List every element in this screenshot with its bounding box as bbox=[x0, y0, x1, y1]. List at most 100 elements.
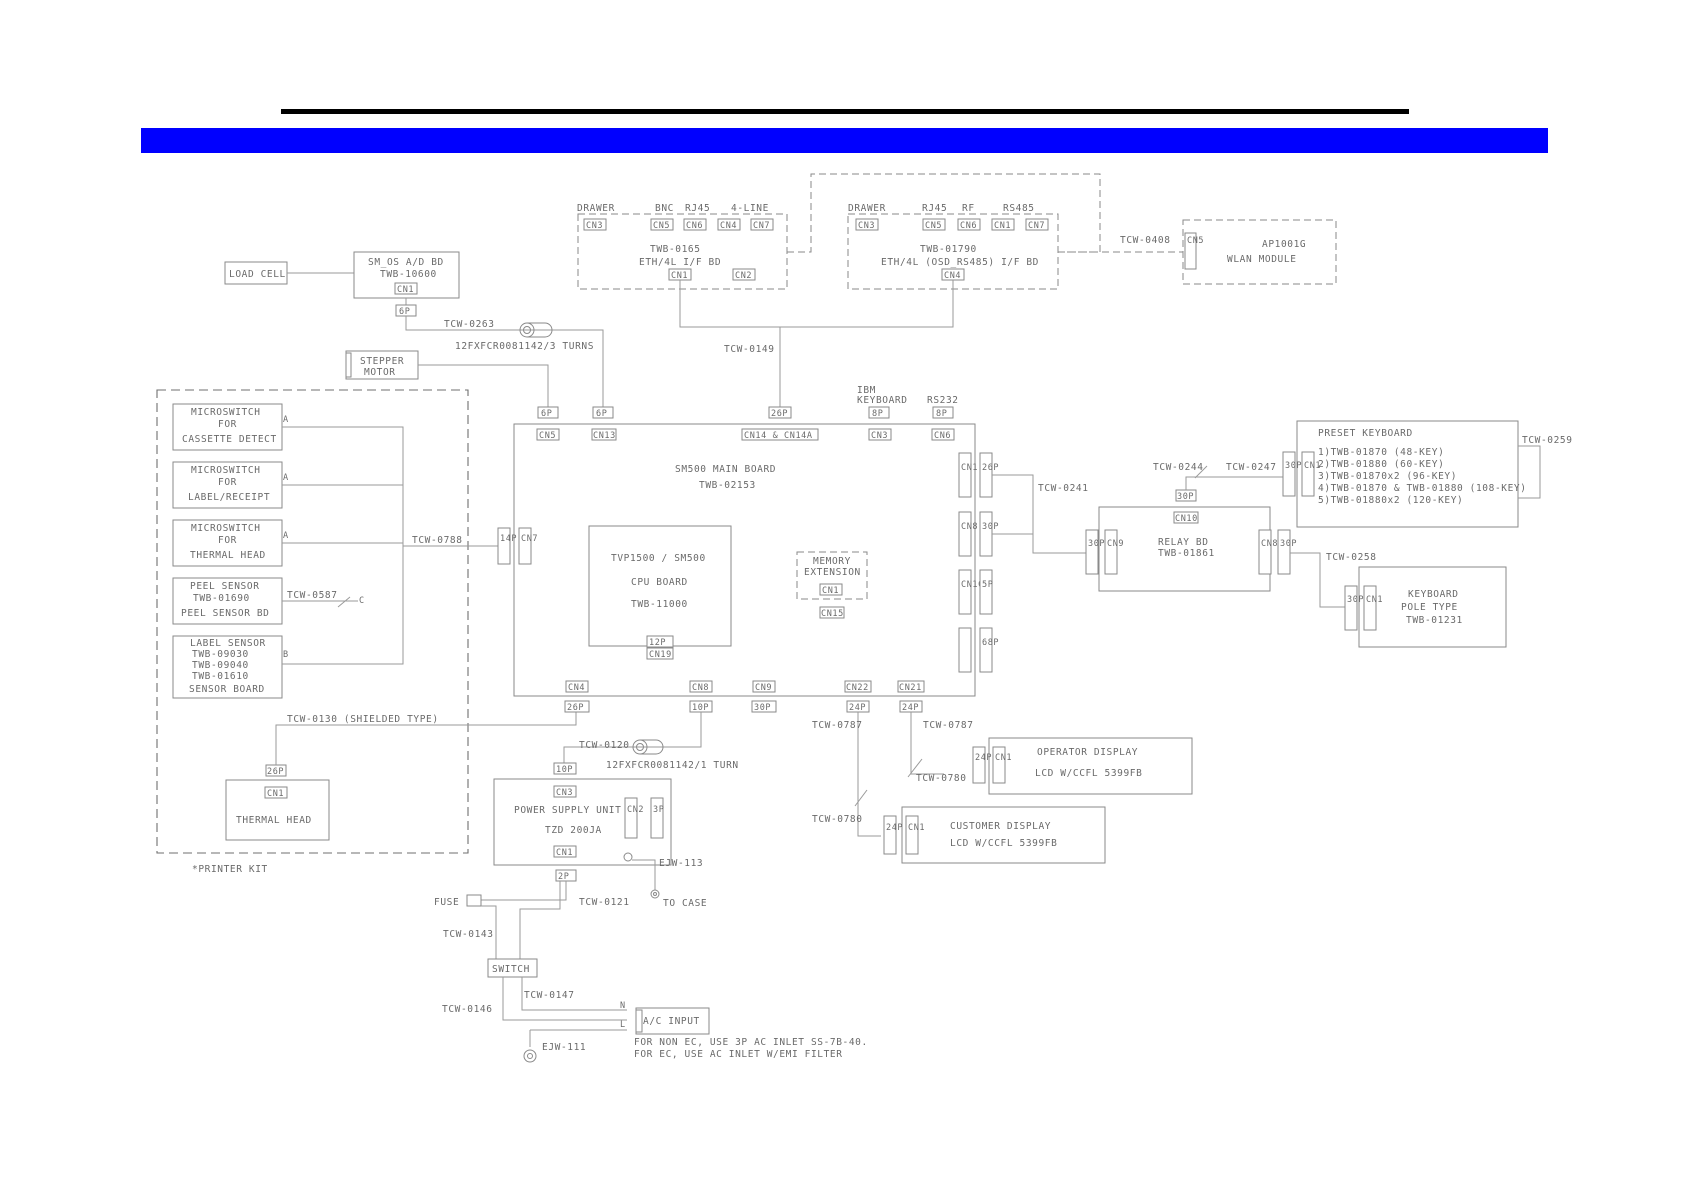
stepper-motor-block: STEPPER MOTOR bbox=[345, 350, 419, 380]
label-p2: 2P bbox=[558, 872, 569, 882]
label-ms3-1: MICROSWITCH bbox=[191, 523, 261, 534]
label-tcw-0263: TCW-0263 bbox=[444, 319, 495, 330]
power-supply-unit: CN3 POWER SUPPLY UNIT TZD 200JA CN2 3P C… bbox=[493, 778, 672, 866]
label-ejw-113: EJW-113 bbox=[659, 858, 703, 869]
label-p30: 30P bbox=[1177, 492, 1194, 502]
label-tcw-0408: TCW-0408 bbox=[1120, 235, 1171, 246]
label-pole-1: KEYBOARD bbox=[1408, 589, 1459, 600]
label-p8: 8P bbox=[872, 409, 883, 419]
label-p24: 24P bbox=[975, 753, 992, 763]
label-preset-5: 5)TWB-01880x2 (120-KEY) bbox=[1318, 495, 1463, 506]
label-preset-3: 3)TWB-01870x2 (96-KEY) bbox=[1318, 471, 1457, 482]
label-ferrite-3: 12FXFCR0081142/3 TURNS bbox=[455, 341, 594, 352]
label-ap-2: WLAN MODULE bbox=[1227, 254, 1297, 265]
label-tcw-0787: TCW-0787 bbox=[923, 720, 974, 731]
label-cn3: CN3 bbox=[871, 431, 888, 441]
label-cn7: CN7 bbox=[521, 534, 538, 544]
label-ac-input: A/C INPUT bbox=[643, 1016, 700, 1027]
label-cn6: CN6 bbox=[960, 221, 977, 231]
label-relay-1: RELAY BD bbox=[1158, 537, 1209, 548]
label-fuse: FUSE bbox=[434, 897, 459, 908]
label-to-case: TO CASE bbox=[663, 898, 707, 909]
label-twb-01790: TWB-01790 bbox=[920, 244, 977, 255]
label-cn2: CN2 bbox=[735, 271, 752, 281]
label-p6: 6P bbox=[596, 409, 607, 419]
label-cn8: CN8 bbox=[1261, 539, 1278, 549]
label-load-cell: LOAD CELL bbox=[229, 269, 286, 280]
fuse-symbol bbox=[466, 894, 482, 907]
label-ms1-2: FOR bbox=[218, 419, 237, 430]
label-stepper-2: MOTOR bbox=[364, 367, 396, 378]
preset-keyboard-block: 30P CN1 PRESET KEYBOARD 1)TWB-01870 (48-… bbox=[1282, 420, 1526, 528]
label-cn1: CN1 bbox=[556, 848, 573, 858]
label-tcw-0241: TCW-0241 bbox=[1038, 483, 1089, 494]
label-op-2: LCD W/CCFL 5399FB bbox=[1035, 768, 1142, 779]
label-cn10: CN10 bbox=[961, 580, 984, 590]
label-cn5: CN5 bbox=[925, 221, 942, 231]
label-p30: 30P bbox=[1285, 461, 1302, 471]
label-ad-bd-2: TWB-10600 bbox=[380, 269, 437, 280]
label-tcw-0147: TCW-0147 bbox=[524, 990, 575, 1001]
label-main-2: TWB-02153 bbox=[699, 480, 756, 491]
label-cn5: CN5 bbox=[653, 221, 670, 231]
label-pole-2: POLE TYPE bbox=[1401, 602, 1458, 613]
operator-display-block: 24P CN1 OPERATOR DISPLAY LCD W/CCFL 5399… bbox=[972, 737, 1193, 795]
label-cust-1: CUSTOMER DISPLAY bbox=[950, 821, 1051, 832]
label-p24: 24P bbox=[902, 703, 919, 713]
label-note-2: FOR EC, USE AC INLET W/EMI FILTER bbox=[634, 1049, 843, 1060]
label-cpu-3: TWB-11000 bbox=[631, 599, 688, 610]
label-cn1: CN1 bbox=[1366, 595, 1383, 605]
label-mark-l: L bbox=[620, 1020, 626, 1030]
label-psu-2: TZD 200JA bbox=[545, 825, 602, 836]
ferrite-core-bottom bbox=[632, 739, 664, 755]
label-cn8: CN8 bbox=[961, 522, 978, 532]
label-p12: 12P bbox=[649, 638, 666, 648]
label-lbl-5: SENSOR BOARD bbox=[189, 684, 265, 695]
label-tcw-0121: TCW-0121 bbox=[579, 897, 630, 908]
microswitch-label-block: MICROSWITCH FOR LABEL/RECEIPT A bbox=[172, 461, 288, 509]
label-ms2-2: FOR bbox=[218, 477, 237, 488]
label-ferrite-1: 12FXFCR0081142/1 TURN bbox=[606, 760, 739, 771]
label-tcw-0149: TCW-0149 bbox=[724, 344, 775, 355]
label-p3: 3P bbox=[653, 805, 664, 815]
label-p30: 30P bbox=[982, 522, 999, 532]
label-tcw-0787: TCW-0787 bbox=[812, 720, 863, 731]
label-cpu-2: CPU BOARD bbox=[631, 577, 688, 588]
peel-sensor-block: PEEL SENSOR TWB-01690 PEEL SENSOR BD bbox=[172, 577, 283, 625]
eth-if-board-0165: DRAWER BNC RJ45 4-LINE CN3 CN5 CN6 CN4 C… bbox=[577, 203, 788, 290]
label-ap-1: AP1001G bbox=[1262, 239, 1306, 250]
label-cn10: CN10 bbox=[1175, 514, 1198, 524]
label-drawer: DRAWER bbox=[577, 203, 615, 214]
label-lbl-2: TWB-09030 bbox=[192, 649, 249, 660]
label-cn3: CN3 bbox=[556, 788, 573, 798]
label-cn1: CN1 bbox=[267, 789, 284, 799]
label-tcw-0258: TCW-0258 bbox=[1326, 552, 1377, 563]
label-p14: 14P bbox=[500, 534, 517, 544]
label-relay-2: TWB-01861 bbox=[1158, 548, 1215, 559]
label-mark-b: B bbox=[283, 650, 289, 660]
label-drawer: DRAWER bbox=[848, 203, 886, 214]
label-thermal-head: THERMAL HEAD bbox=[236, 815, 312, 826]
label-tcw-0120: TCW-0120 bbox=[579, 740, 630, 751]
label-ad-bd-1: SM_OS A/D BD bbox=[368, 257, 444, 268]
label-cn1: CN1 bbox=[1304, 461, 1321, 471]
label-cn21: CN21 bbox=[899, 683, 922, 693]
ad-board-block: SM_OS A/D BD TWB-10600 CN1 bbox=[353, 251, 460, 299]
label-ms3-3: THERMAL HEAD bbox=[190, 550, 266, 561]
label-p30: 30P bbox=[1280, 539, 1297, 549]
label-cn5: CN5 bbox=[539, 431, 556, 441]
label-cust-2: LCD W/CCFL 5399FB bbox=[950, 838, 1057, 849]
label-tcw-0130: TCW-0130 (SHIELDED TYPE) bbox=[287, 714, 439, 725]
ac-input-block: A/C INPUT bbox=[635, 1007, 710, 1035]
label-cn7: CN7 bbox=[1028, 221, 1045, 231]
label-mem-2: EXTENSION bbox=[804, 567, 861, 578]
label-cpu-1: TVP1500 / SM500 bbox=[611, 553, 706, 564]
label-cn19: CN19 bbox=[649, 650, 672, 660]
case-ground-terminal bbox=[650, 889, 660, 899]
label-p10: 10P bbox=[692, 703, 709, 713]
label-cn6: CN6 bbox=[686, 221, 703, 231]
label-p26: 26P bbox=[771, 409, 788, 419]
label-stepper-1: STEPPER bbox=[360, 356, 404, 367]
label-eth-4l: ETH/4L I/F BD bbox=[639, 257, 721, 268]
